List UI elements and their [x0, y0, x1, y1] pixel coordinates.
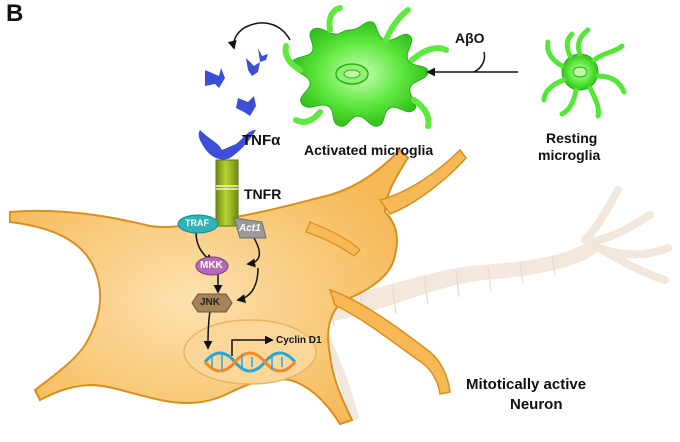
act1-label: Act1: [239, 223, 261, 234]
traf-label: TRAF: [185, 218, 209, 228]
jnk-protein: [191, 293, 233, 313]
mkk-protein: [195, 256, 229, 276]
tnfa-ligands-free: [205, 48, 268, 116]
neuron-label-line2: Neuron: [510, 396, 563, 413]
act1-protein: [233, 217, 267, 239]
jnk-label: JNK: [200, 297, 221, 308]
tnfr-label: TNFR: [244, 186, 282, 202]
neuron-label-line1: Mitotically active: [466, 376, 587, 393]
dna-helix: [203, 351, 297, 373]
traf-protein: [177, 214, 219, 234]
tnfa-label: TNFα: [242, 132, 281, 149]
cyclin-d1-label: Cyclin D1: [276, 335, 322, 346]
abo-label: AβO: [455, 30, 485, 46]
panel-letter: B: [6, 0, 24, 27]
tnfa-bound-ligand: [198, 130, 256, 160]
abo-hook: [473, 51, 486, 73]
tnf-release-arrow: [227, 22, 291, 50]
mkk-label: MKK: [200, 260, 223, 271]
membrane-line: [216, 185, 238, 190]
resting-microglia-cell: [541, 27, 627, 119]
resting-microglia-label-line2: microglia: [538, 147, 601, 163]
activated-microglia-label: Activated microglia: [304, 142, 434, 158]
tnfr-receptor: [215, 159, 239, 227]
resting-microglia-label-line1: Resting: [546, 130, 598, 146]
activated-microglia-cell: [282, 5, 449, 129]
